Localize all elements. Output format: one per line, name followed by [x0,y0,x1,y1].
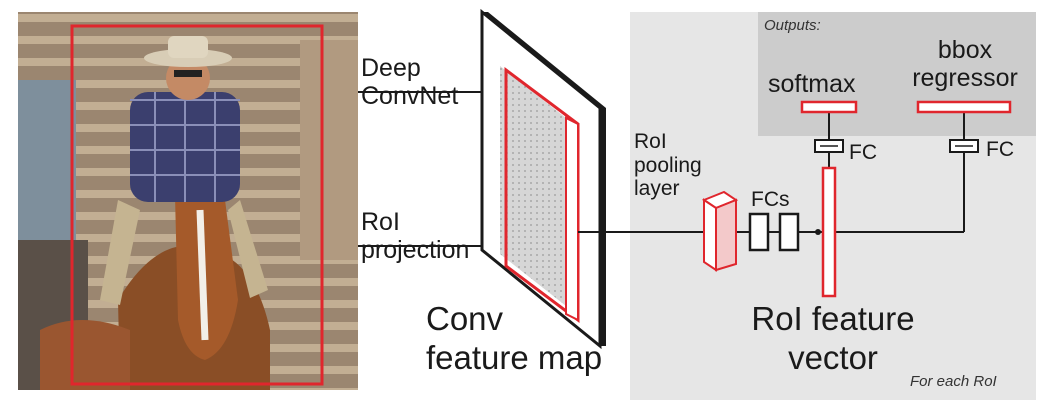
input-image [18,12,358,390]
bbox-regressor-label: bbox regressor [912,36,1018,92]
fc-layers [748,212,800,252]
outputs-box [758,12,1036,136]
roi-feature-vector-bar [821,166,837,298]
roi-pooling-cube [701,190,739,272]
fc-left-label: FC [849,141,877,164]
conv-feature-map-slab [480,8,606,350]
conv-feature-map-label: Conv feature map [426,300,603,376]
for-each-roi-label: For each RoI [910,373,997,390]
fc-small-boxes [814,139,979,153]
fcs-label: FCs [751,188,790,211]
roi-feature-vector-label: RoI feature vector [751,300,915,376]
deep-convnet-label: Deep ConvNet [361,54,459,110]
roi-projection-label: RoI projection [361,208,470,264]
output-bars [800,100,1012,114]
fc-right-label: FC [986,138,1014,161]
outputs-label: Outputs: [764,17,821,34]
softmax-label: softmax [768,70,856,98]
roi-pooling-layer-label: RoI pooling layer [634,130,702,201]
roi-box [70,24,324,386]
